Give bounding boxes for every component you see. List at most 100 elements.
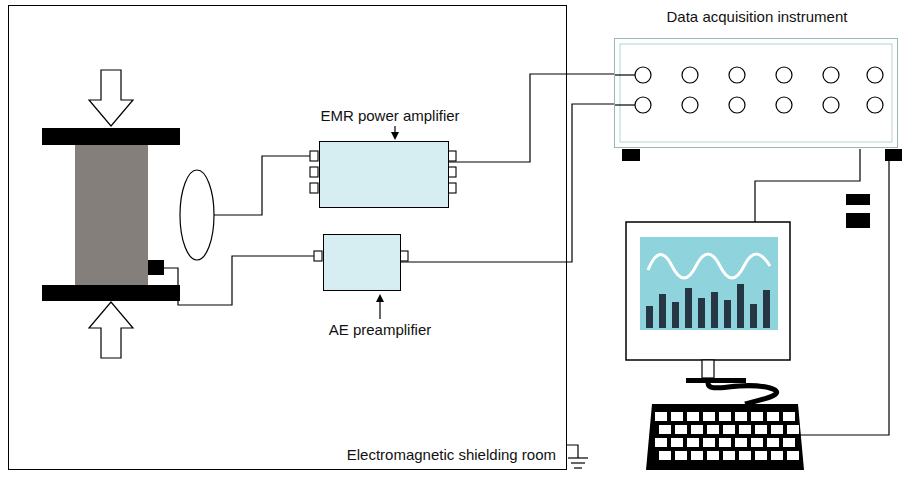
keyboard-key: [691, 451, 703, 460]
sensor-wire: [164, 256, 314, 305]
signal-cable: [449, 74, 614, 162]
keyboard-key: [767, 438, 779, 447]
loading-plate: [42, 128, 180, 145]
keyboard-key: [719, 438, 731, 447]
shielding-room: Electromagnetic shielding room EMR power …: [8, 5, 567, 470]
screen-bar: [737, 284, 744, 328]
input-jack: [635, 97, 651, 113]
keyboard-key: [671, 412, 683, 421]
keyboard-key: [751, 412, 763, 421]
input-jack: [867, 97, 883, 113]
input-jack: [682, 67, 698, 83]
keyboard-key: [655, 438, 667, 447]
keyboard-lead: [708, 383, 777, 404]
input-jack: [776, 97, 792, 113]
node-label: EMR power amplifier: [320, 108, 459, 125]
leader-line: [379, 300, 380, 319]
keyboard-key: [703, 438, 715, 447]
emr-antenna: [180, 170, 214, 260]
loading-plate: [42, 285, 180, 301]
amplifier-box: EMR power amplifier: [319, 141, 449, 208]
keyboard-key: [659, 425, 671, 434]
load-arrow: [89, 302, 133, 358]
instrument-panel: [615, 39, 899, 149]
keyboard: [646, 404, 804, 470]
screen-bar: [750, 304, 757, 328]
load-arrow: [89, 70, 133, 126]
monitor: [626, 222, 790, 360]
keyboard-key: [755, 425, 767, 434]
keyboard-key: [719, 412, 731, 421]
input-jack: [682, 97, 698, 113]
keyboard-key: [771, 451, 783, 460]
antenna-wire: [214, 156, 310, 215]
keyboard-key: [675, 425, 687, 434]
ground-symbol: [567, 445, 588, 468]
input-jack: [729, 67, 745, 83]
keyboard-key: [787, 451, 799, 460]
screen-bar: [711, 292, 718, 328]
connector-block: [846, 194, 870, 205]
keyboard-key: [751, 438, 763, 447]
amplifier-leader: [320, 142, 321, 143]
connector-block: [846, 213, 870, 228]
preamplifier-box: AE preamplifier: [323, 234, 401, 291]
leader-head: [376, 294, 384, 302]
keyboard-key: [675, 451, 687, 460]
rock-specimen: [75, 145, 148, 285]
jack-lead: [615, 74, 635, 75]
ae-sensor: [148, 260, 164, 275]
leader-head: [391, 132, 399, 140]
screen-bar: [646, 306, 653, 328]
computer-cable: [755, 149, 860, 222]
keyboard-key: [787, 425, 799, 434]
keyboard-key: [723, 451, 735, 460]
input-jack: [635, 67, 651, 83]
keyboard-key: [735, 438, 747, 447]
panel-inner-frame: [620, 44, 892, 142]
node-label: AE preamplifier: [329, 322, 432, 339]
input-jack: [867, 67, 883, 83]
screen-bar: [672, 302, 679, 328]
keyboard-key: [687, 438, 699, 447]
keyboard-key: [755, 451, 767, 460]
keyboard-key: [739, 451, 751, 460]
instrument-foot: [885, 149, 902, 161]
keyboard-key: [707, 425, 719, 434]
instrument-box: Data acquisition instrument: [614, 38, 898, 148]
keyboard-key: [767, 412, 779, 421]
input-jack: [823, 97, 839, 113]
keyboard-key: [723, 425, 735, 434]
screen-bar: [659, 294, 666, 328]
keyboard-key: [687, 412, 699, 421]
node-label: Electromagnetic shielding room: [347, 447, 556, 464]
preamplifier-leader: [324, 235, 325, 236]
keyboard-key: [783, 438, 795, 447]
monitor-neck: [702, 360, 714, 378]
screen-bar: [685, 288, 692, 328]
screen-bar: [763, 290, 770, 328]
input-jack: [776, 67, 792, 83]
screen-bars: [646, 284, 770, 328]
keyboard-key: [771, 425, 783, 434]
keyboard-key: [703, 412, 715, 421]
screen-wave: [648, 254, 770, 278]
keyboard-key: [739, 425, 751, 434]
keyboard-key: [735, 412, 747, 421]
monitor-screen: [640, 237, 778, 330]
keyboard-key: [707, 451, 719, 460]
keyboard-key: [671, 438, 683, 447]
screen-bar: [724, 300, 731, 328]
keyboard-key: [655, 412, 667, 421]
keyboard-key: [691, 425, 703, 434]
monitor-base: [686, 378, 746, 383]
screen-bar: [698, 298, 705, 328]
input-jack: [729, 97, 745, 113]
instrument-foot: [622, 149, 640, 161]
jack-lead: [615, 104, 635, 105]
node-label: Data acquisition instrument: [667, 9, 848, 26]
input-jack: [823, 67, 839, 83]
keyboard-cable: [800, 161, 889, 435]
keyboard-key: [659, 451, 671, 460]
keyboard-key: [783, 412, 795, 421]
